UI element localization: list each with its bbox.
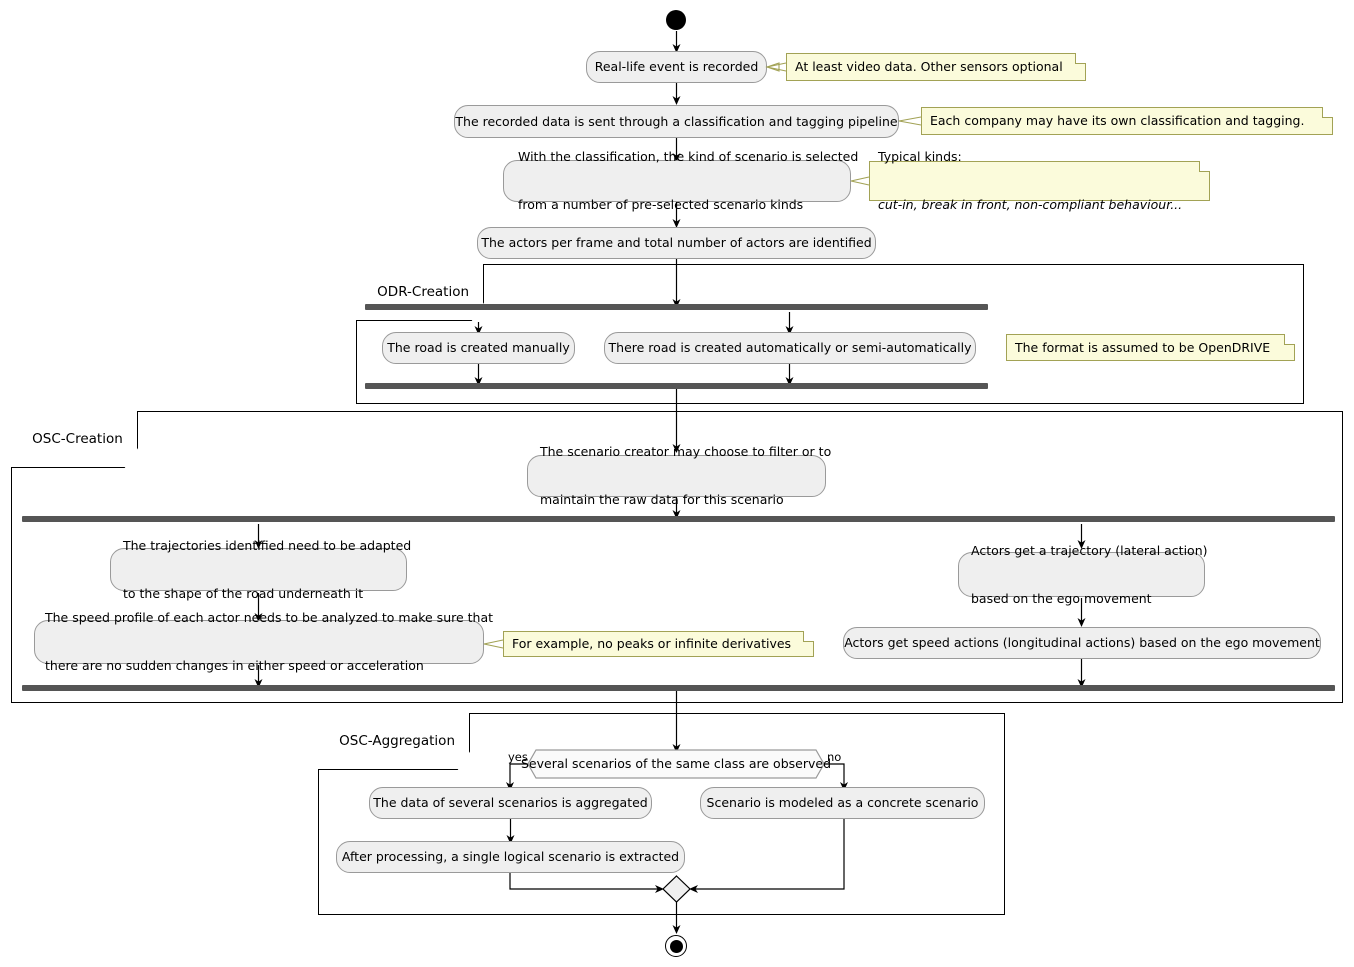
decision-condition[interactable]: Several scenarios of the same class are … (521, 750, 831, 778)
note-fold-icon (1322, 107, 1333, 118)
note-company-classification-label: Each company may have its own classifica… (930, 113, 1305, 128)
activity-actor-speed-actions-label: Actors get speed actions (longitudinal a… (844, 635, 1320, 650)
partition-osc-aggregation-label: OSC-Aggregation (339, 733, 456, 749)
note-opendrive-format-label: The format is assumed to be OpenDRIVE (1015, 339, 1271, 355)
note-video-data: At least video data. Other sensors optio… (786, 53, 1086, 81)
partition-odr-creation-title: ODR-Creation (356, 264, 485, 322)
partition-osc-aggregation (318, 713, 1005, 915)
osc-fork-bar (22, 516, 1335, 522)
activity-kind-of-scenario-line1: With the classification, the kind of sce… (518, 149, 859, 164)
osc-join-bar (22, 685, 1335, 691)
note-no-peaks-label: For example, no peaks or infinite deriva… (512, 636, 792, 651)
odr-join-bar (365, 383, 988, 389)
odr-fork-bar (365, 304, 988, 310)
note-typical-kinds: Typical kinds: cut-in, break in front, n… (869, 149, 1210, 212)
activity-real-life-event[interactable]: Real-life event is recorded (586, 51, 767, 83)
branch-label-no: no (827, 750, 842, 764)
note-no-peaks: For example, no peaks or infinite deriva… (503, 631, 814, 657)
activity-actor-trajectory[interactable]: Actors get a trajectory (lateral action)… (958, 543, 1208, 606)
note-typical-kinds-line1: Typical kinds: (878, 149, 962, 164)
activity-actors-identified[interactable]: The actors per frame and total number of… (477, 227, 876, 259)
activity-road-auto-label: There road is created automatically or s… (608, 340, 972, 355)
note-company-classification: Each company may have its own classifica… (921, 107, 1333, 135)
note-fold-icon (1284, 334, 1295, 345)
activity-trajectories-adapted-line2: to the shape of the road underneath it (123, 585, 364, 601)
activity-actor-trajectory-line1: Actors get a trajectory (lateral action) (971, 542, 1208, 558)
activity-classification-pipeline[interactable]: The recorded data is sent through a clas… (454, 105, 899, 138)
activity-trajectories-adapted-line1: The trajectories identified need to be a… (123, 537, 412, 553)
note-opendrive-format: The format is assumed to be OpenDRIVE (1006, 334, 1295, 361)
branch-label-yes: yes (508, 750, 528, 764)
decision-condition-label: Several scenarios of the same class are … (520, 756, 832, 771)
partition-osc-creation-title: OSC-Creation (11, 411, 139, 469)
partition-osc-aggregation-title: OSC-Aggregation (318, 713, 471, 771)
activity-road-manual[interactable]: The road is created manually (382, 332, 575, 364)
activity-speed-profile[interactable]: The speed profile of each actor needs to… (34, 610, 493, 673)
end-node-inner (670, 940, 683, 953)
activity-road-auto[interactable]: There road is created automatically or s… (604, 332, 976, 364)
activity-concrete-scenario-label: Scenario is modeled as a concrete scenar… (706, 795, 979, 810)
activity-speed-profile-line1: The speed profile of each actor needs to… (45, 610, 494, 625)
activity-classification-pipeline-label: The recorded data is sent through a clas… (455, 113, 898, 129)
activity-speed-profile-line2: there are no sudden changes in either sp… (45, 658, 424, 673)
activity-logical-scenario[interactable]: After processing, a single logical scena… (336, 841, 685, 873)
note-fold-icon (1199, 161, 1210, 172)
activity-data-aggregated-label: The data of several scenarios is aggrega… (373, 795, 648, 810)
partition-osc-creation (11, 411, 1343, 703)
start-node (666, 10, 686, 30)
activity-road-manual-label: The road is created manually (387, 340, 570, 355)
note-fold-icon (1075, 53, 1086, 64)
activity-filter-or-maintain-line2: maintain the raw data for this scenario (540, 492, 784, 507)
activity-kind-of-scenario[interactable]: With the classification, the kind of sce… (503, 149, 858, 212)
activity-actor-trajectory-line2: based on the ego movement (971, 590, 1152, 606)
activity-trajectories-adapted[interactable]: The trajectories identified need to be a… (110, 538, 411, 601)
activity-data-aggregated[interactable]: The data of several scenarios is aggrega… (369, 787, 652, 819)
note-typical-kinds-line2: cut-in, break in front, non-compliant be… (878, 197, 1183, 212)
partition-odr-creation-label: ODR-Creation (377, 284, 470, 300)
note-fold-icon (803, 631, 814, 642)
activity-kind-of-scenario-line2: from a number of pre-selected scenario k… (518, 197, 804, 212)
activity-actor-speed-actions[interactable]: Actors get speed actions (longitudinal a… (843, 627, 1321, 659)
activity-filter-or-maintain-line1: The scenario creator may choose to filte… (540, 444, 832, 459)
partition-osc-creation-label: OSC-Creation (32, 431, 123, 447)
activity-concrete-scenario[interactable]: Scenario is modeled as a concrete scenar… (700, 787, 985, 819)
activity-real-life-event-label: Real-life event is recorded (594, 59, 759, 74)
activity-logical-scenario-label: After processing, a single logical scena… (341, 849, 680, 864)
activity-filter-or-maintain[interactable]: The scenario creator may choose to filte… (527, 444, 831, 507)
activity-actors-identified-label: The actors per frame and total number of… (481, 235, 872, 250)
note-video-data-label: At least video data. Other sensors optio… (795, 59, 1063, 74)
partition-odr-creation (356, 264, 1304, 404)
